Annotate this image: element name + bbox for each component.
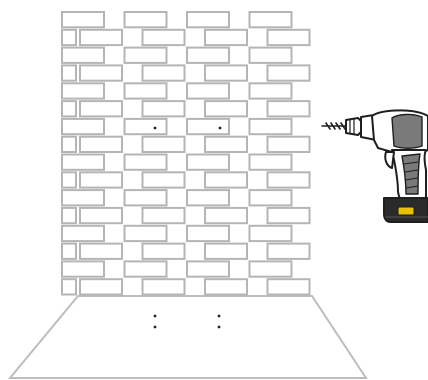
brick <box>61 278 77 296</box>
brick <box>123 46 168 64</box>
brick <box>204 206 248 225</box>
brick <box>141 64 186 82</box>
brick <box>248 11 293 29</box>
brick <box>123 117 168 136</box>
cordless-drill-icon <box>321 109 428 223</box>
brick <box>248 224 293 243</box>
brick <box>266 278 311 296</box>
brick <box>79 242 123 260</box>
brick <box>61 242 77 260</box>
wall-hole-left <box>153 126 157 130</box>
brick <box>141 100 186 118</box>
brick <box>248 117 293 136</box>
brick <box>61 206 77 225</box>
brick <box>186 46 230 64</box>
wall-hole-right <box>218 126 222 130</box>
floor <box>7 295 368 379</box>
brick <box>266 242 311 260</box>
brick <box>79 206 123 225</box>
brick <box>123 153 168 171</box>
battery-label <box>397 206 415 216</box>
brick-wall <box>61 11 311 296</box>
brick <box>266 171 311 189</box>
brick <box>61 153 105 171</box>
brick <box>204 64 248 82</box>
brick <box>186 189 230 207</box>
brick <box>79 135 123 153</box>
brick <box>186 117 230 136</box>
floor-mark-left-bottom <box>153 325 157 329</box>
brick <box>248 260 293 278</box>
floor-mark-left-top <box>153 314 157 318</box>
brick <box>141 171 186 189</box>
brick <box>141 28 186 47</box>
brick <box>61 189 105 207</box>
brick <box>186 260 230 278</box>
brick <box>79 278 123 296</box>
brick <box>123 189 168 207</box>
brick <box>61 82 105 100</box>
brick <box>266 135 311 153</box>
brick <box>248 153 293 171</box>
brick <box>204 100 248 118</box>
brick <box>266 28 311 47</box>
brick <box>141 135 186 153</box>
brick <box>248 46 293 64</box>
brick <box>204 135 248 153</box>
brick <box>61 28 77 47</box>
brick <box>123 82 168 100</box>
brick <box>123 11 168 29</box>
brick <box>186 11 230 29</box>
brick <box>61 46 105 64</box>
brick <box>266 100 311 118</box>
brick <box>141 206 186 225</box>
brick <box>248 82 293 100</box>
brick <box>141 242 186 260</box>
brick <box>61 11 105 29</box>
brick <box>61 100 77 118</box>
drill-bit <box>321 122 349 130</box>
brick <box>204 171 248 189</box>
brick <box>61 171 77 189</box>
brick <box>186 153 230 171</box>
brick <box>123 224 168 243</box>
brick <box>248 189 293 207</box>
brick <box>204 28 248 47</box>
brick <box>61 224 105 243</box>
brick <box>61 135 77 153</box>
brick <box>266 206 311 225</box>
brick <box>61 64 77 82</box>
brick <box>141 278 186 296</box>
brick <box>186 224 230 243</box>
brick <box>204 278 248 296</box>
brick <box>61 260 105 278</box>
brick <box>61 117 105 136</box>
brick <box>204 242 248 260</box>
brick <box>123 260 168 278</box>
brick <box>266 64 311 82</box>
drill-trigger <box>384 151 395 169</box>
floor-mark-right-top <box>217 314 221 318</box>
brick <box>79 171 123 189</box>
brick <box>79 64 123 82</box>
brick <box>79 28 123 47</box>
brick <box>79 100 123 118</box>
floor-mark-right-bottom <box>217 325 221 329</box>
brick <box>186 82 230 100</box>
